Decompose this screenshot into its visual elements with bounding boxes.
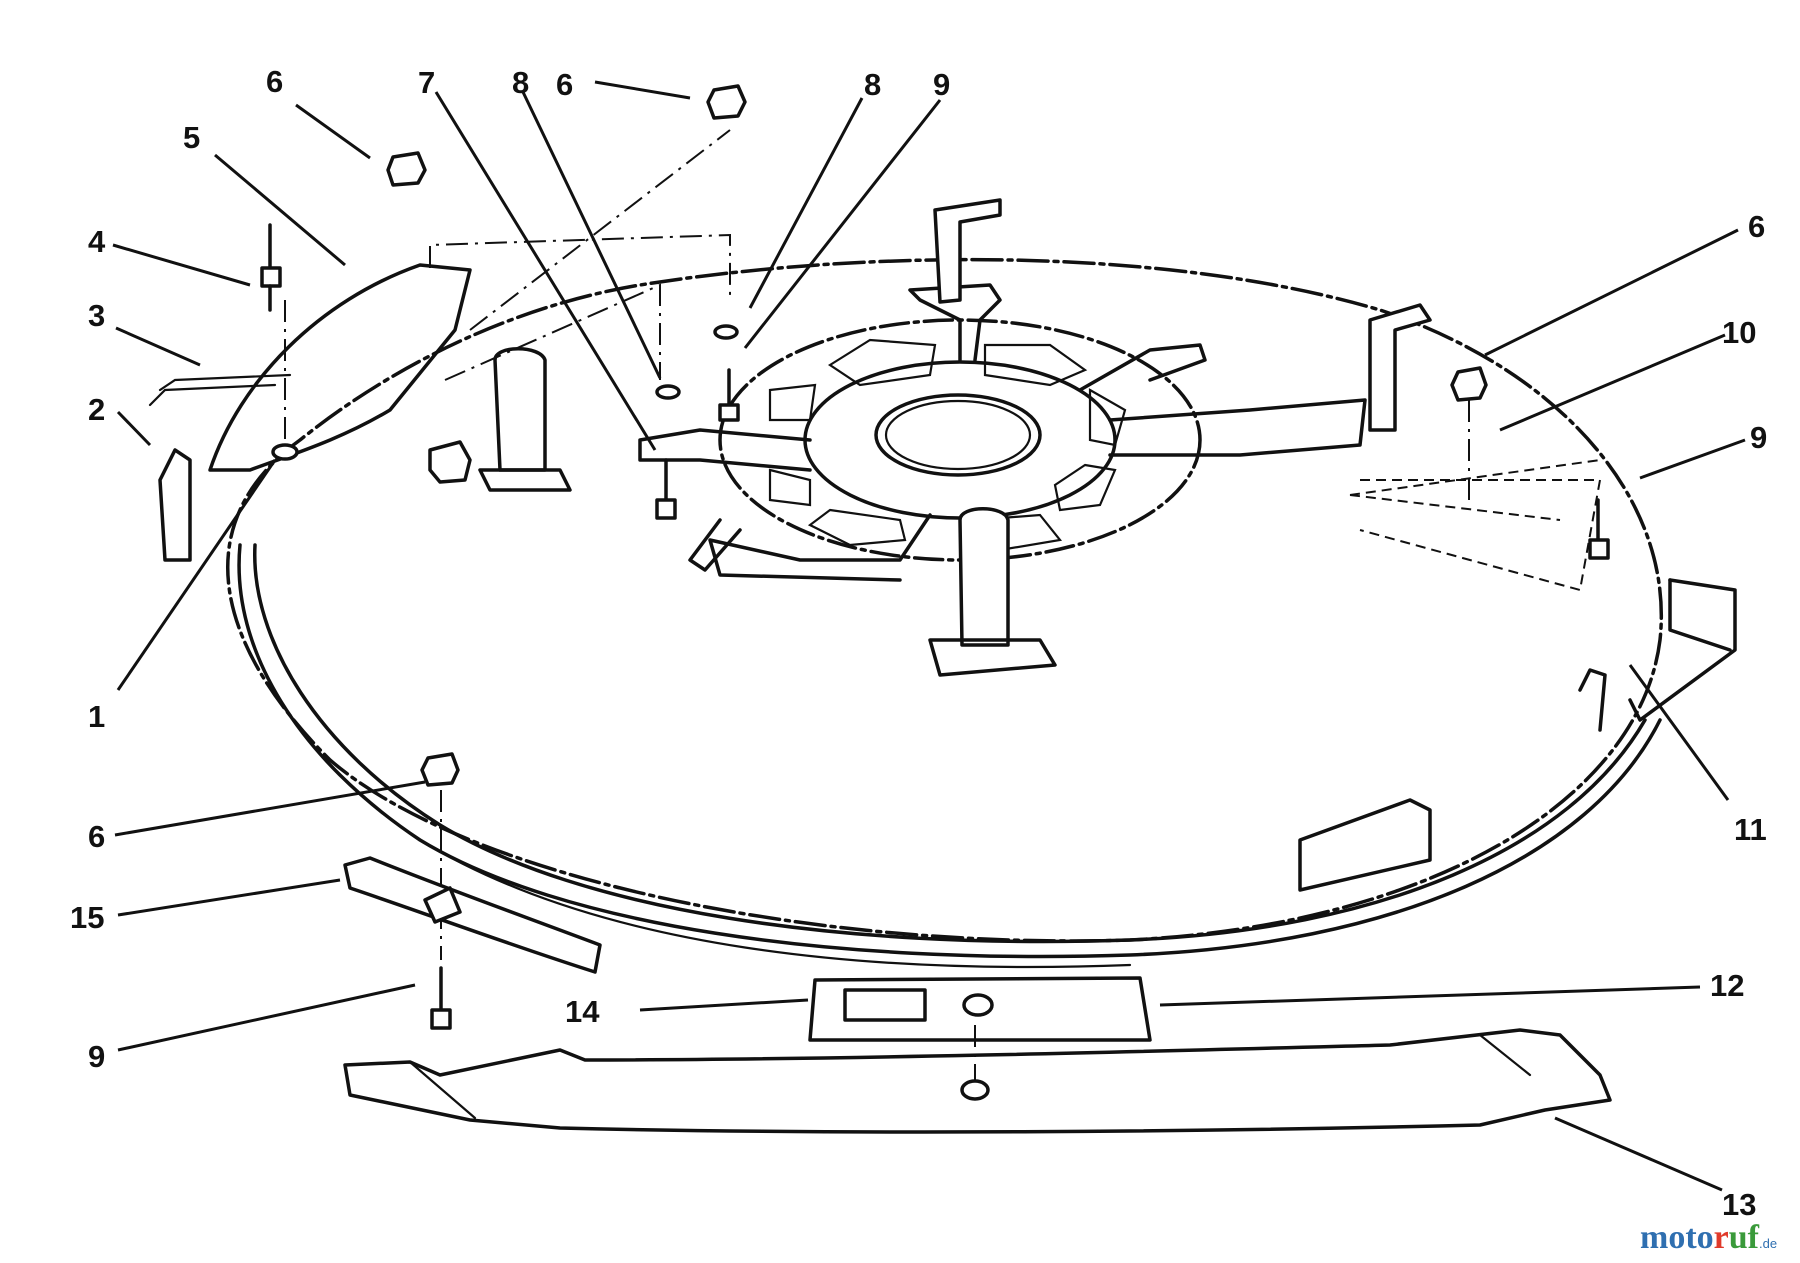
callout-8-right: 8 — [864, 67, 881, 102]
blade-plate — [808, 976, 1152, 1042]
callout-9-right: 9 — [1750, 420, 1767, 455]
callout-6-right: 6 — [1748, 209, 1765, 244]
callout-11: 11 — [1734, 812, 1767, 847]
callout-4: 4 — [88, 224, 106, 259]
alignment-lines — [284, 129, 1601, 1080]
discharge-chute — [1298, 479, 1737, 892]
callout-15: 15 — [70, 900, 104, 935]
callout-10: 10 — [1722, 315, 1756, 350]
callout-labels: 1 2 3 4 5 6 6 7 8 8 9 6 10 9 11 6 15 9 1… — [70, 64, 1767, 1222]
callout-7: 7 — [418, 65, 435, 100]
watermark-text: motoruf.de — [1640, 1219, 1777, 1256]
callout-6-top-left: 6 — [266, 64, 283, 99]
callout-1: 1 — [88, 699, 105, 734]
watermark-logo: motoruf.de — [1640, 1219, 1777, 1256]
callout-9-top: 9 — [933, 67, 950, 102]
deflector-strip — [343, 856, 602, 974]
callout-2: 2 — [88, 392, 105, 427]
deck-housing — [226, 257, 1663, 969]
callout-5: 5 — [183, 120, 200, 155]
callout-9-bottom: 9 — [88, 1039, 105, 1074]
callout-14: 14 — [565, 994, 600, 1029]
cutting-blade — [343, 1028, 1612, 1134]
callout-3: 3 — [88, 298, 105, 333]
callout-8-left: 8 — [512, 65, 529, 100]
hardware — [260, 84, 1610, 1030]
side-baffle — [148, 263, 472, 562]
deck-posts — [428, 198, 1432, 677]
callout-6-bottom: 6 — [88, 819, 105, 854]
callout-6-top-middle: 6 — [556, 67, 573, 102]
leader-lines — [112, 80, 1746, 1192]
callout-13: 13 — [1722, 1187, 1756, 1222]
callout-12: 12 — [1710, 968, 1744, 1003]
